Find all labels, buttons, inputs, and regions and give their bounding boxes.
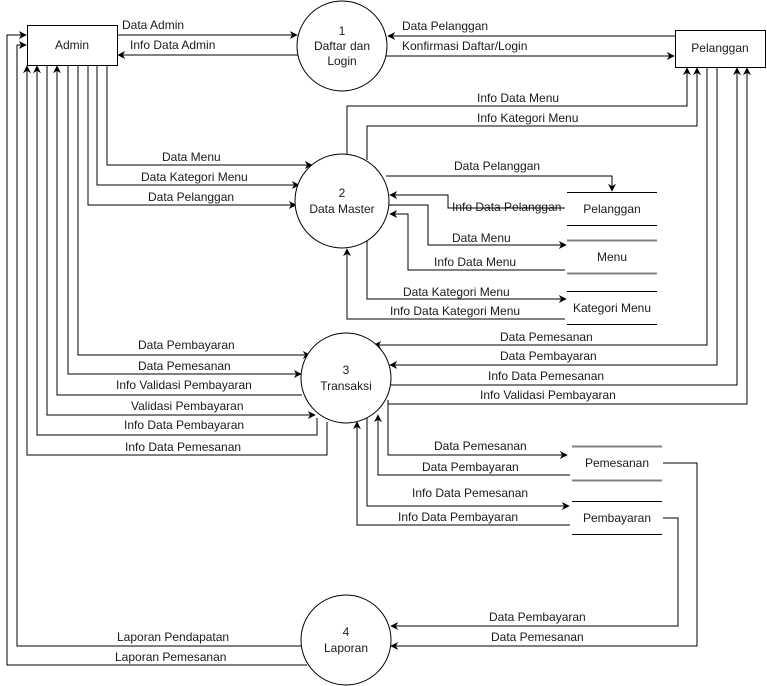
datastore-pelanggan[interactable]: Pelanggan bbox=[567, 192, 657, 226]
datastore-menu-label: Menu bbox=[597, 250, 627, 264]
flow-p2-pelanggan-info-kategori-menu bbox=[366, 67, 701, 160]
label-data-pembayaran-admin: Data Pembayaran bbox=[138, 338, 235, 352]
datastore-pemesanan[interactable]: Pemesanan bbox=[572, 445, 662, 482]
entity-pelanggan-label: Pelanggan bbox=[691, 41, 748, 55]
label-konfirmasi-daftar-login: Konfirmasi Daftar/Login bbox=[402, 39, 527, 53]
process-2[interactable]: 2 Data Master bbox=[294, 153, 390, 249]
flow-p3-admin-info-data-pemesanan bbox=[23, 65, 328, 456]
flow-ds-p2-info-data-pelanggan bbox=[389, 191, 565, 209]
flow-p3-admin-info-data-pembayaran bbox=[33, 65, 318, 436]
flow-p2-ds-data-menu bbox=[389, 204, 567, 249]
flow-p2-ds-data-pelanggan bbox=[386, 175, 616, 192]
flow-pelanggan-p3-data-pemesanan bbox=[373, 67, 708, 349]
label-info-validasi-pembayaran-admin: Info Validasi Pembayaran bbox=[116, 378, 252, 392]
label-laporan-pemesanan: Laporan Pemesanan bbox=[115, 650, 226, 664]
datastore-kategori-menu[interactable]: Kategori Menu bbox=[567, 291, 657, 325]
label-data-menu-admin: Data Menu bbox=[162, 150, 221, 164]
flows bbox=[6, 31, 751, 666]
label-data-pemesanan-pel: Data Pemesanan bbox=[500, 330, 593, 344]
label-data-pemesanan-admin: Data Pemesanan bbox=[138, 359, 231, 373]
label-data-pemesanan-ds: Data Pemesanan bbox=[434, 439, 527, 453]
flow-p2-pelanggan-info-data-menu bbox=[346, 67, 691, 154]
datastore-pelanggan-label: Pelanggan bbox=[583, 202, 640, 216]
process-3[interactable]: 3 Transaksi bbox=[300, 332, 392, 424]
label-data-pembayaran-pel: Data Pembayaran bbox=[500, 349, 597, 363]
process-1-name-line1: Daftar dan bbox=[314, 39, 370, 53]
label-info-data-admin: Info Data Admin bbox=[130, 38, 215, 52]
flow-p3-pelanggan-info-data-pemesanan bbox=[391, 67, 741, 386]
flow-admin-p2-data-menu bbox=[106, 65, 313, 169]
flow-admin-p2-data-pelanggan bbox=[87, 65, 297, 209]
flow-admin-p3-validasi-pembayaran bbox=[46, 65, 316, 419]
label-laporan-pendapatan: Laporan Pendapatan bbox=[117, 630, 229, 644]
label-data-pelanggan-ds: Data Pelanggan bbox=[454, 159, 540, 173]
flow-admin-p2-data-kategori-menu bbox=[96, 65, 300, 189]
label-data-pelanggan-admin: Data Pelanggan bbox=[148, 190, 234, 204]
flow-p3-pelanggan-info-validasi-pembayaran bbox=[388, 67, 751, 405]
label-info-data-pemesanan-pel: Info Data Pemesanan bbox=[488, 369, 604, 383]
label-info-data-pemesanan-admin: Info Data Pemesanan bbox=[125, 440, 241, 454]
flow-p3-ds-info-data-pemesanan bbox=[366, 418, 570, 510]
label-data-pemesanan-p4: Data Pemesanan bbox=[491, 630, 584, 644]
flow-ds-p2-info-data-menu bbox=[389, 210, 565, 271]
label-info-data-menu-ds: Info Data Menu bbox=[434, 255, 516, 269]
label-data-kategori-menu-admin: Data Kategori Menu bbox=[141, 170, 248, 184]
process-2-number: 2 bbox=[339, 186, 346, 200]
process-1-name-line2: Login bbox=[327, 54, 356, 68]
datastore-pemesanan-label: Pemesanan bbox=[585, 456, 649, 470]
process-3-name: Transaksi bbox=[320, 379, 372, 393]
process-1[interactable]: 1 Daftar dan Login bbox=[296, 0, 388, 92]
label-info-data-pemesanan-ds: Info Data Pemesanan bbox=[412, 486, 528, 500]
datastore-kategori-menu-label: Kategori Menu bbox=[573, 301, 651, 315]
datastore-pembayaran-label: Pembayaran bbox=[583, 511, 651, 525]
label-data-menu-ds: Data Menu bbox=[452, 231, 511, 245]
label-data-kategori-menu-ds: Data Kategori Menu bbox=[403, 285, 510, 299]
label-data-admin: Data Admin bbox=[122, 18, 184, 32]
entity-admin[interactable]: Admin bbox=[27, 25, 118, 66]
datastore-menu[interactable]: Menu bbox=[567, 239, 657, 275]
label-info-validasi-pembayaran-pel: Info Validasi Pembayaran bbox=[480, 388, 616, 402]
flow-p3-ds-data-pemesanan bbox=[387, 400, 568, 459]
datastore-pembayaran[interactable]: Pembayaran bbox=[572, 501, 662, 535]
process-4[interactable]: 4 Laporan bbox=[300, 594, 392, 686]
flow-p4-admin-laporan-pemesanan bbox=[6, 31, 307, 666]
process-1-number: 1 bbox=[339, 24, 346, 38]
label-data-pembayaran-ds: Data Pembayaran bbox=[422, 460, 519, 474]
label-info-data-menu-pel: Info Data Menu bbox=[477, 91, 559, 105]
entity-pelanggan[interactable]: Pelanggan bbox=[675, 30, 766, 68]
process-2-name: Data Master bbox=[309, 202, 374, 216]
flow-p2-ds-data-kategori-menu bbox=[366, 240, 567, 303]
label-data-pelanggan-p1: Data Pelanggan bbox=[402, 19, 488, 33]
flow-admin-p3-data-pembayaran bbox=[77, 65, 311, 359]
process-4-name: Laporan bbox=[324, 641, 368, 655]
flow-ds-p2-info-data-kategori-menu bbox=[343, 248, 565, 320]
process-4-number: 4 bbox=[343, 625, 350, 639]
flow-pelanggan-p3-data-pembayaran bbox=[389, 67, 718, 369]
flow-ds-p3-info-data-pembayaran bbox=[353, 421, 570, 526]
label-info-kategori-menu-pel: Info Kategori Menu bbox=[477, 111, 578, 125]
label-validasi-pembayaran-admin: Validasi Pembayaran bbox=[131, 399, 244, 413]
process-3-number: 3 bbox=[343, 363, 350, 377]
label-data-pembayaran-p4: Data Pembayaran bbox=[489, 610, 586, 624]
flow-p4-admin-laporan-pendapatan bbox=[16, 41, 301, 647]
flow-labels: Data Admin Info Data Admin Data Pelangga… bbox=[115, 18, 616, 664]
flow-admin-p3-data-pemesanan bbox=[67, 65, 302, 378]
label-info-data-pembayaran-ds: Info Data Pembayaran bbox=[398, 510, 518, 524]
entity-admin-label: Admin bbox=[55, 38, 89, 52]
flow-ds-p4-data-pembayaran bbox=[390, 517, 679, 630]
label-info-data-pelanggan-ds: Info Data Pelanggan bbox=[452, 200, 561, 214]
flow-p3-admin-info-validasi-pembayaran bbox=[53, 65, 302, 396]
label-info-data-kategori-menu-ds: Info Data Kategori Menu bbox=[390, 304, 520, 318]
label-info-data-pembayaran-admin: Info Data Pembayaran bbox=[124, 418, 244, 432]
flow-ds-p3-data-pembayaran bbox=[374, 414, 570, 476]
flow-ds-p4-data-pemesanan bbox=[390, 462, 698, 650]
